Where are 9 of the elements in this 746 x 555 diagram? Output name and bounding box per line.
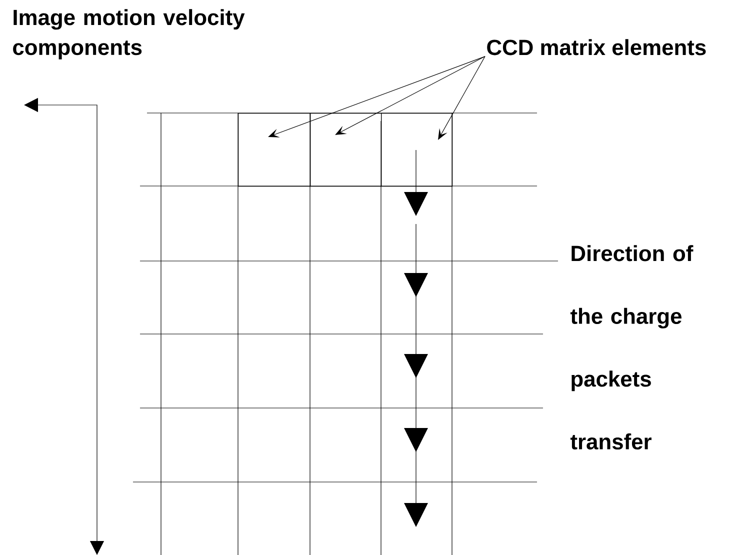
label-text: Direction of the charge packets transfer (570, 245, 694, 450)
matrix-cell (310, 113, 382, 187)
leader-line (438, 56, 486, 140)
leader-line (268, 56, 486, 138)
callout-text: CCD matrix elements (487, 39, 706, 56)
matrix-cell (238, 113, 311, 187)
matrix-cell (381, 113, 453, 187)
label-text: Image motion velocity components (13, 9, 245, 60)
leader-line (335, 56, 486, 135)
